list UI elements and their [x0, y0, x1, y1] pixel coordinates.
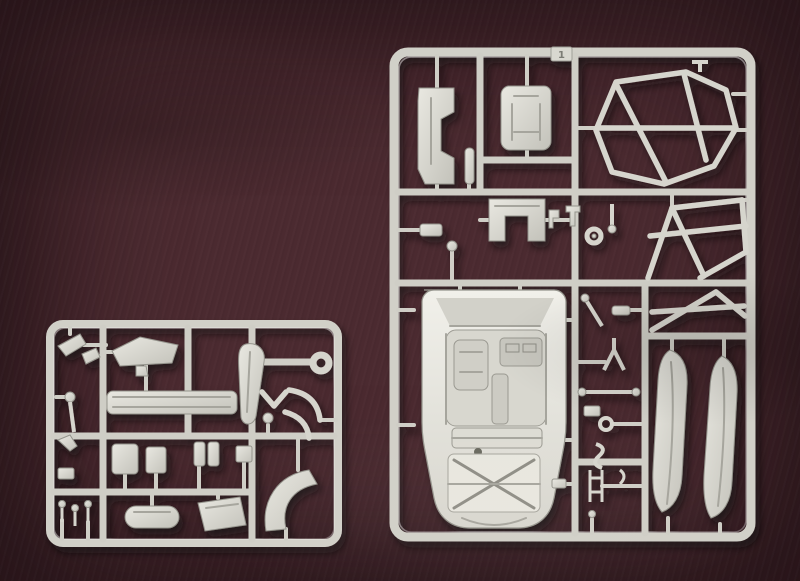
- small-bracket-part: [57, 467, 75, 480]
- t-fitting-part: [565, 205, 581, 227]
- knob-part: [446, 240, 458, 252]
- shifter-knob-part: [64, 391, 76, 403]
- flat-plate-part: [197, 496, 247, 532]
- ladder-frame-part: [588, 470, 604, 502]
- small-fastener-parts: [58, 500, 92, 526]
- door-sill-part: [703, 355, 738, 519]
- truss-tube: [645, 197, 745, 281]
- bracket-part: [419, 223, 443, 237]
- roll-cage-diagonal: [681, 71, 709, 163]
- small-box-part: [235, 445, 253, 463]
- pin-head-part: [607, 224, 617, 234]
- s-hook-part: [593, 442, 605, 470]
- seat-pan: [453, 339, 489, 391]
- rod-end-part: [577, 387, 587, 397]
- dashboard-hoop-part: [488, 198, 546, 242]
- bucket-seat-part: [500, 85, 552, 151]
- part-detail-line: [717, 367, 726, 507]
- ring-fitting-part: [584, 226, 604, 246]
- roll-cage-stub-part: [692, 60, 708, 72]
- part-detail-line: [246, 351, 251, 413]
- cage-truss-part: [645, 197, 749, 333]
- cowl-panel: [436, 298, 554, 326]
- hook-bracket-part: [548, 209, 560, 229]
- truss-tube: [697, 197, 749, 281]
- lever-ball-part: [580, 293, 590, 303]
- knob-part: [262, 412, 274, 424]
- interior-tub-part: [421, 289, 567, 529]
- dash-box: [499, 337, 543, 367]
- pillar-scoop-part: [238, 343, 265, 425]
- pin-head-part: [588, 510, 596, 518]
- wing-support-part: [135, 365, 149, 377]
- ring-part: [309, 351, 333, 375]
- part-detail-line: [511, 95, 541, 141]
- roll-cage-part: [593, 60, 739, 187]
- exhaust-pipe-part: [282, 409, 312, 441]
- ring-center-part: [591, 233, 597, 239]
- fender-crescent-part: [264, 469, 318, 532]
- bracket-part: [551, 478, 567, 489]
- bracket-part: [583, 405, 601, 417]
- exhaust-pipe-part: [286, 387, 323, 423]
- rear-wing-part: [111, 336, 179, 367]
- left-sprue-frame: [46, 320, 342, 547]
- fastener-head-part: [71, 504, 79, 512]
- rod-part: [464, 147, 475, 185]
- rod-end-part: [631, 387, 641, 397]
- right-sprue: 1: [389, 46, 756, 542]
- small-bracket-part: [81, 347, 101, 365]
- seat-cushion-part: [111, 443, 139, 475]
- long-plate-part: [106, 390, 238, 415]
- wishbone-part: [259, 389, 289, 409]
- small-panel-part: [145, 446, 167, 474]
- flat-bit-part: [611, 305, 631, 316]
- shifter-stem-part: [68, 401, 76, 433]
- part-detail-line: [205, 503, 239, 509]
- firewall-panel-part: [417, 87, 455, 185]
- ring-fitting-part: [598, 416, 614, 432]
- roll-cage-diagonal: [613, 81, 669, 185]
- muffler-part: [124, 505, 180, 529]
- hook-part: [618, 468, 626, 486]
- gauge-detail: [505, 343, 520, 353]
- fastener-head-part: [84, 500, 92, 508]
- gauge-detail: [522, 343, 537, 353]
- tag-plate: [550, 46, 573, 62]
- part-detail-line: [112, 396, 231, 408]
- small-fork-part: [57, 434, 78, 452]
- part-detail-line: [459, 351, 483, 373]
- sprue-number-tag: 1: [550, 46, 573, 62]
- fastener-head-part: [58, 500, 66, 508]
- linkage-parts-cluster: [577, 293, 641, 518]
- pedal-part: [207, 441, 220, 467]
- lever-part: [584, 298, 604, 328]
- left-sprue: [46, 320, 342, 547]
- transmission-tunnel: [491, 373, 509, 425]
- part-detail-line: [445, 333, 547, 425]
- part-detail-line: [666, 361, 674, 505]
- truss-tube: [669, 205, 707, 279]
- truss-tube: [647, 223, 749, 239]
- y-linkage-part: [602, 338, 626, 371]
- sprue-number-text: 1: [558, 50, 565, 61]
- small-bracket-part: [57, 333, 87, 357]
- pedal-part: [193, 441, 206, 467]
- door-sill-part: [652, 349, 688, 513]
- truss-tube: [713, 289, 748, 319]
- roll-cage-hoop: [593, 69, 739, 187]
- truss-tube: [649, 303, 747, 315]
- tail-edge-line: [461, 517, 527, 526]
